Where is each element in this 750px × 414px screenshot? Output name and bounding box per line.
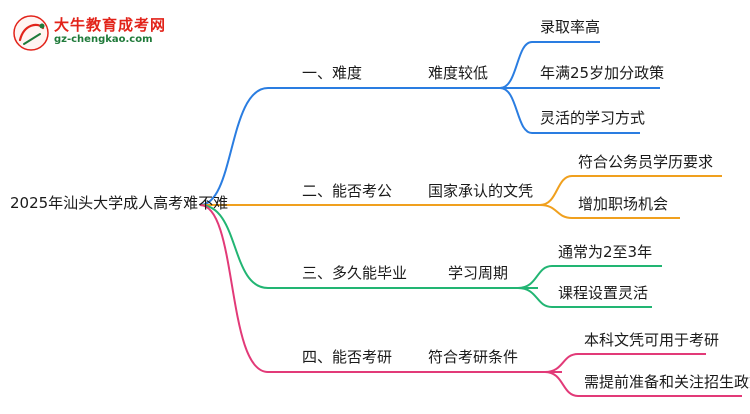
branch-label-4: 四、能否考研: [302, 348, 393, 366]
branch-connector-4: [199, 204, 742, 397]
leaf-2-2: 增加职场机会: [578, 195, 669, 213]
branch-label-3: 三、多久能毕业: [302, 264, 408, 282]
leaf-1-1: 录取率高: [540, 18, 601, 36]
logo-url: gz-chengkao.com: [54, 34, 153, 45]
branch-connector-3: [199, 204, 662, 308]
leaf-4-2: 需提前准备和关注招生政策: [584, 373, 750, 391]
branch-connector-1: [199, 41, 660, 206]
leaf-3-1: 通常为2至3年: [558, 243, 653, 261]
branch-sub-2: 国家承认的文凭: [428, 182, 534, 200]
branch-label-1: 一、难度: [302, 64, 363, 82]
logo-mark-icon: [13, 15, 49, 51]
root-topic: 2025年汕头大学成人高考难不难: [10, 194, 229, 212]
leaf-3-2: 课程设置灵活: [558, 284, 649, 302]
leaf-2-1: 符合公务员学历要求: [578, 153, 714, 171]
leaf-4-1: 本科文凭可用于考研: [584, 331, 720, 349]
site-logo: 大牛教育成考网 gz-chengkao.com: [10, 10, 200, 54]
branch-sub-1: 难度较低: [428, 64, 489, 82]
leaf-1-3: 灵活的学习方式: [540, 109, 646, 127]
branch-label-2: 二、能否考公: [302, 182, 393, 200]
branch-sub-4: 符合考研条件: [428, 348, 519, 366]
branch-sub-3: 学习周期: [448, 264, 509, 282]
branch-connector-2: [200, 175, 722, 219]
leaf-1-2: 年满25岁加分政策: [540, 64, 665, 82]
logo-title: 大牛教育成考网: [54, 16, 167, 34]
